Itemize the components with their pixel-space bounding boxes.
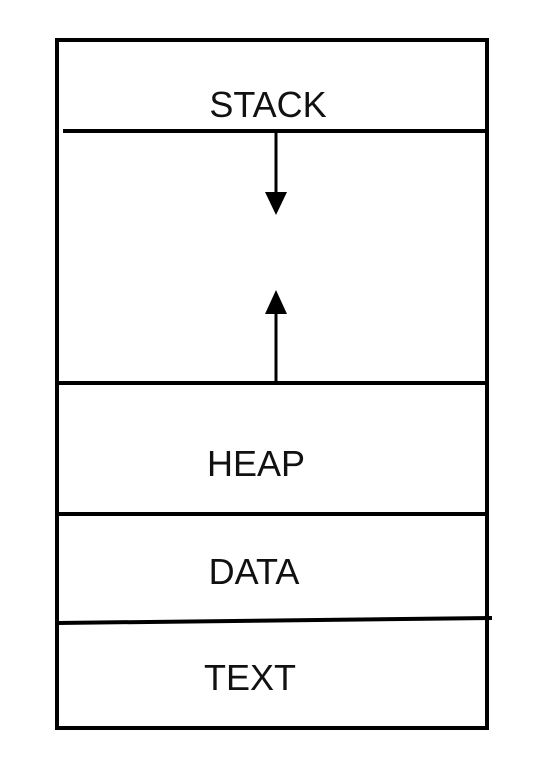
data-segment-label: DATA: [209, 551, 300, 592]
data-bottom-divider: [56, 616, 493, 625]
heap-segment-label: HEAP: [207, 443, 305, 484]
heap-growth-arrow: [265, 290, 287, 381]
text-segment-label: TEXT: [204, 657, 296, 698]
stack-growth-arrow: [265, 133, 287, 215]
stack-segment-label: STACK: [209, 84, 326, 125]
